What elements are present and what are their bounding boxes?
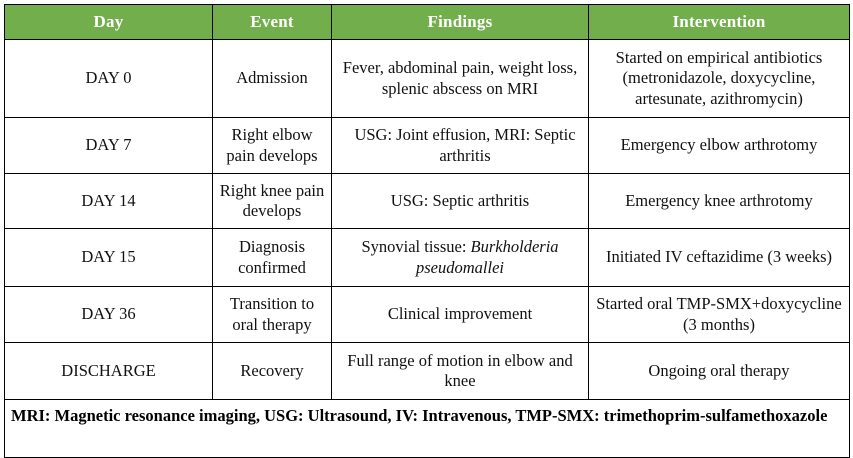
cell-intervention: Ongoing oral therapy — [588, 342, 850, 400]
column-header-event: Event — [212, 4, 332, 40]
cell-day: DAY 14 — [4, 173, 213, 229]
cell-day: DAY 0 — [4, 39, 213, 118]
cell-event: Admission — [212, 39, 332, 118]
cell-event: Diagnosis confirmed — [212, 228, 332, 287]
cell-day: DAY 36 — [4, 286, 213, 343]
table-footnote-row: MRI: Magnetic resonance imaging, USG: Ul… — [4, 399, 850, 458]
cell-findings: Synovial tissue: Burkholderia pseudomall… — [331, 228, 589, 287]
table-body: DAY 0 Admission Fever, abdominal pain, w… — [4, 39, 850, 400]
table-row: DAY 14 Right knee pain develops USG: Sep… — [4, 173, 850, 229]
table-row: DAY 36 Transition to oral therapy Clinic… — [4, 286, 850, 343]
table-row: DAY 0 Admission Fever, abdominal pain, w… — [4, 39, 850, 118]
cell-event: Right elbow pain develops — [212, 117, 332, 174]
table-row: DISCHARGE Recovery Full range of motion … — [4, 342, 850, 400]
cell-findings: USG: Joint effusion, MRI: Septic arthrit… — [331, 117, 589, 174]
cell-intervention: Started oral TMP-SMX+doxycycline (3 mont… — [588, 286, 850, 343]
cell-findings: Fever, abdominal pain, weight loss, sple… — [331, 39, 589, 118]
clinical-timeline-table: Day Event Findings Intervention DAY 0 Ad… — [4, 4, 850, 458]
cell-findings-prefix: Synovial tissue: — [361, 237, 471, 257]
organism-name: Burkholderia pseudomallei — [416, 237, 559, 277]
cell-intervention: Started on empirical antibiotics (metron… — [588, 39, 850, 118]
column-header-day: Day — [4, 4, 213, 40]
table-header-row: Day Event Findings Intervention — [4, 4, 850, 40]
cell-event: Right knee pain develops — [212, 173, 332, 229]
cell-findings: Full range of motion in elbow and knee — [331, 342, 589, 400]
table-row: DAY 15 Diagnosis confirmed Synovial tiss… — [4, 228, 850, 287]
cell-findings-text: USG: Joint effusion, MRI: Septic arthrit… — [354, 125, 576, 165]
cell-day: DISCHARGE — [4, 342, 213, 400]
cell-day: DAY 15 — [4, 228, 213, 287]
cell-findings: Clinical improvement — [331, 286, 589, 343]
cell-event: Transition to oral therapy — [212, 286, 332, 343]
column-header-findings: Findings — [331, 4, 589, 40]
cell-day: DAY 7 — [4, 117, 213, 174]
table-header: Day Event Findings Intervention — [4, 4, 850, 40]
table-footer: MRI: Magnetic resonance imaging, USG: Ul… — [4, 399, 850, 458]
cell-intervention: Initiated IV ceftazidime (3 weeks) — [588, 228, 850, 287]
cell-findings: USG: Septic arthritis — [331, 173, 589, 229]
cell-intervention: Emergency elbow arthrotomy — [588, 117, 850, 174]
column-header-intervention: Intervention — [588, 4, 850, 40]
table-row: DAY 7 Right elbow pain develops USG: Joi… — [4, 117, 850, 174]
abbreviations-footnote: MRI: Magnetic resonance imaging, USG: Ul… — [4, 399, 850, 458]
cell-event: Recovery — [212, 342, 332, 400]
cell-intervention: Emergency knee arthrotomy — [588, 173, 850, 229]
clinical-timeline-table-container: Day Event Findings Intervention DAY 0 Ad… — [4, 4, 850, 458]
